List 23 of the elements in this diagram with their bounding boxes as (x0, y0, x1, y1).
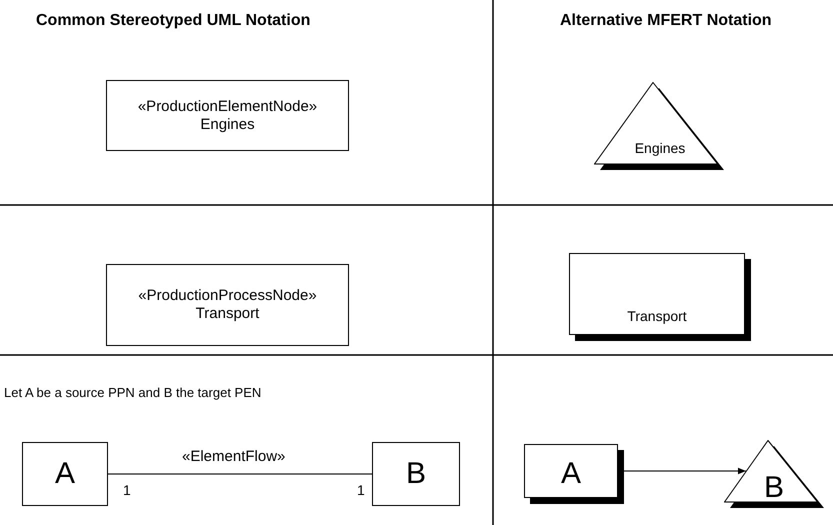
uml-node-box (372, 442, 460, 506)
element-triangle (594, 82, 724, 170)
multiplicity-label: 1 (123, 482, 131, 498)
process-box (524, 444, 624, 504)
node-label: Engines (634, 140, 686, 156)
node-label: A (560, 457, 581, 490)
uml-node-box (106, 264, 349, 346)
multiplicity-label: 1 (357, 482, 365, 498)
node-label: Transport (627, 308, 687, 324)
note-text: Let A be a source PPN and B the target PEN (4, 385, 262, 400)
column-header: Alternative MFERT Notation (560, 12, 772, 30)
uml-node-box (106, 80, 349, 151)
node-label: Engines (200, 116, 255, 132)
node-label: B (764, 471, 784, 504)
column-header: Common Stereotyped UML Notation (36, 12, 310, 30)
stereotype-label: «ProductionElementNode» (138, 98, 318, 114)
process-box (569, 253, 751, 341)
uml-node-box (22, 442, 108, 506)
node-label: A (54, 457, 75, 490)
element-triangle (724, 440, 824, 508)
node-label: B (406, 457, 426, 490)
stereotype-label: «ProductionProcessNode» (138, 287, 317, 304)
node-label: Transport (196, 305, 260, 322)
